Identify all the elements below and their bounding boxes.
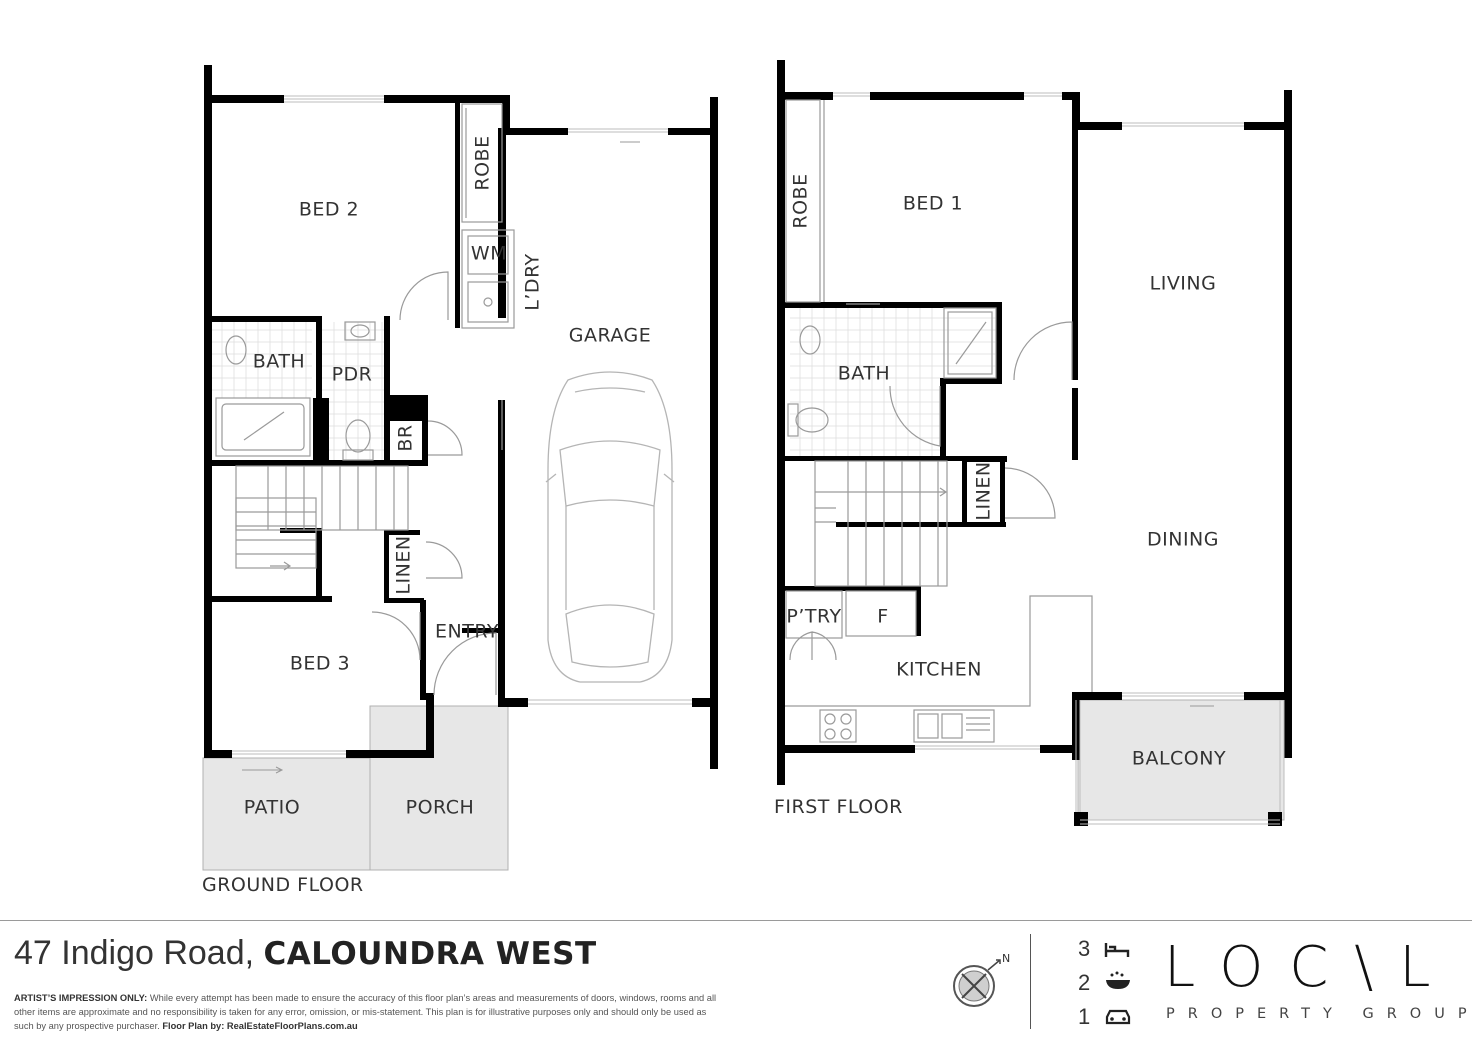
- bath-tiles-first: [790, 308, 1000, 456]
- room-label-wm: WM: [471, 243, 507, 265]
- room-label-bath-ground: BATH: [253, 351, 305, 373]
- disclaimer-lead: ARTIST’S IMPRESSION ONLY:: [14, 993, 148, 1003]
- room-label-br: BR: [395, 424, 417, 451]
- floor-plan: BED 2 ROBE WM L’DRY GARAGE BATH PDR BR L…: [202, 60, 1292, 896]
- room-label-linen-ground: LINEN: [393, 535, 415, 594]
- ground-floor-windows: [232, 95, 692, 774]
- first-floor-walls: [777, 60, 1292, 826]
- brand-tagline: PROPERTY GROUP: [1166, 1006, 1472, 1022]
- room-label-bath-first: BATH: [838, 363, 890, 385]
- disclaimer: ARTIST’S IMPRESSION ONLY: While every at…: [14, 991, 724, 1033]
- disclaimer-body: While every attempt has been made to ens…: [14, 993, 717, 1031]
- footer-vertical-divider: [1030, 934, 1031, 1029]
- balcony-area: [1077, 699, 1285, 821]
- room-label-balcony: BALCONY: [1132, 748, 1226, 770]
- car-icon: [1105, 1009, 1131, 1025]
- first-floor-label: FIRST FLOOR: [774, 796, 903, 818]
- bed-icon: [1104, 943, 1130, 957]
- room-label-kitchen: KITCHEN: [896, 659, 982, 681]
- room-label-robe-ground: ROBE: [472, 135, 494, 190]
- bath-icon: [1106, 971, 1130, 989]
- bathroom-count: 2: [1078, 970, 1091, 995]
- brand-logo: LOC\L: [1164, 935, 1457, 1000]
- first-floor-windows: [833, 92, 1285, 825]
- room-label-linen-first: LINEN: [973, 461, 995, 520]
- room-label-dining: DINING: [1147, 529, 1219, 551]
- room-label-bed1: BED 1: [903, 193, 963, 215]
- ground-floor-label: GROUND FLOOR: [202, 874, 364, 896]
- patio-area: [202, 757, 371, 871]
- room-label-living: LIVING: [1150, 273, 1217, 295]
- address-street: 47 Indigo Road,: [14, 934, 255, 972]
- room-label-porch: PORCH: [406, 797, 475, 819]
- room-label-bed2: BED 2: [299, 199, 359, 221]
- car-space-count: 1: [1078, 1004, 1091, 1029]
- room-label-pantry: P’TRY: [786, 606, 841, 628]
- compass-icon: N: [953, 952, 1010, 1007]
- porch-area: [369, 705, 509, 871]
- credit-lead: Floor Plan by:: [162, 1021, 225, 1031]
- first-floor-fixtures: [785, 99, 1093, 743]
- property-address: 47 Indigo Road, CALOUNDRA WEST: [14, 934, 597, 973]
- room-label-laundry: L’DRY: [522, 253, 544, 310]
- credit-text: RealEstateFloorPlans.com.au: [226, 1021, 358, 1031]
- bedroom-count: 3: [1078, 936, 1091, 961]
- room-label-entry: ENTRY: [435, 621, 499, 643]
- room-label-fridge: F: [877, 606, 888, 628]
- address-suburb: CALOUNDRA WEST: [263, 936, 597, 972]
- room-label-bed3: BED 3: [290, 653, 350, 675]
- room-label-patio: PATIO: [244, 797, 300, 819]
- room-label-garage: GARAGE: [569, 325, 652, 347]
- compass-north-label: N: [1002, 952, 1010, 965]
- bath-tiles-ground: [212, 322, 388, 460]
- ground-floor-fixtures: [215, 103, 515, 696]
- room-label-pdr: PDR: [332, 364, 373, 386]
- car-outline: [545, 371, 675, 683]
- ground-floor-walls: [204, 65, 718, 769]
- footer-divider: [0, 920, 1472, 921]
- room-label-robe-first: ROBE: [790, 173, 812, 228]
